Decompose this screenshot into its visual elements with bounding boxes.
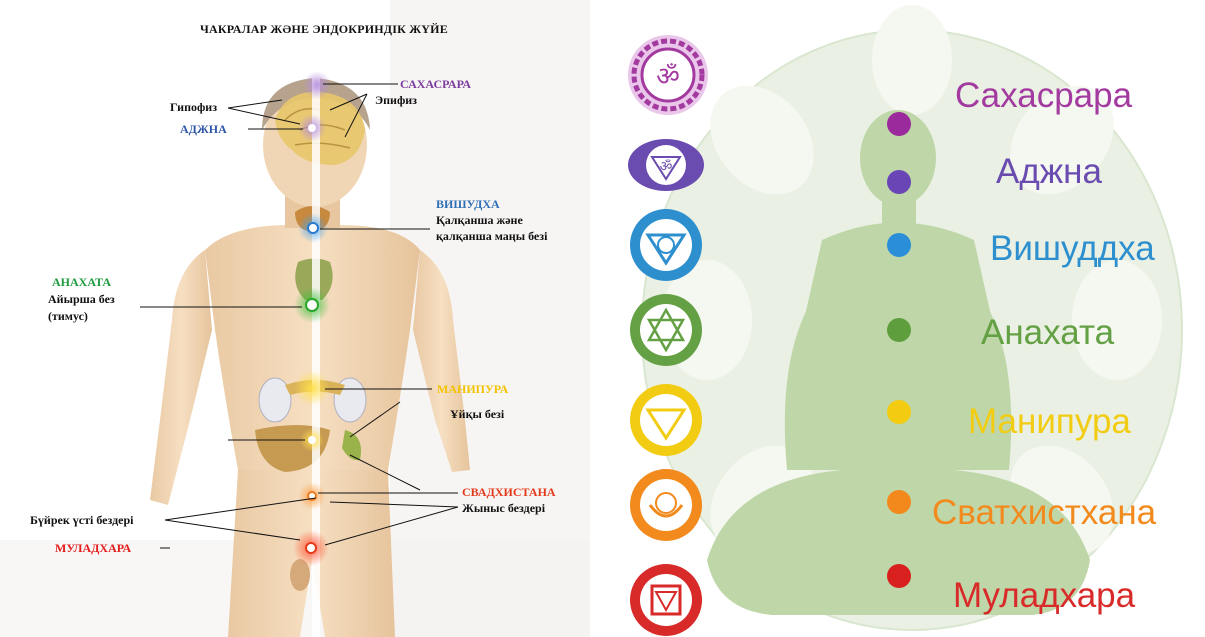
label-thyroid-line1: Қалқанша және <box>436 213 523 227</box>
label-anahata: АНАХАТА <box>52 275 111 289</box>
right-label-ajna: Аджна <box>996 152 1102 192</box>
panel-divider <box>590 0 612 637</box>
label-thymus-line1: Айырша без <box>48 292 115 306</box>
label-thymus-line2: (тимус) <box>48 309 88 323</box>
label-pancreas: Ұйқы безі <box>450 407 504 421</box>
svg-text:ॐ: ॐ <box>656 62 680 92</box>
sahasrara-dot <box>887 112 911 136</box>
manipura-symbol-icon <box>630 384 702 456</box>
label-epiphysis: Эпифиз <box>375 93 417 107</box>
chakra-symbol-column: ॐ ॐ <box>628 35 708 636</box>
label-manipura: МАНИПУРА <box>437 382 508 396</box>
anahata-dot <box>887 318 911 342</box>
label-adrenals: Бүйрек үсті бездері <box>30 513 134 527</box>
right-label-anahata: Анахата <box>981 313 1114 353</box>
vishuddha-dot <box>887 233 911 257</box>
right-label-svatkhistkhana: Сватхистхана <box>932 493 1156 533</box>
label-ajna: АДЖНА <box>180 122 227 136</box>
label-hypophysis: Гипофиз <box>170 100 217 114</box>
label-vishuddha: ВИШУДХА <box>436 197 500 211</box>
right-label-sahasrara: Сахасрара <box>955 76 1132 116</box>
svatkhistkhana-dot <box>887 490 911 514</box>
sahasrara-symbol-icon: ॐ <box>628 35 708 115</box>
muladhara-dot <box>887 564 911 588</box>
label-gonads: Жыныс бездері <box>462 501 545 515</box>
anahata-symbol-icon <box>630 294 702 366</box>
right-label-vishuddha: Вишуддха <box>990 229 1155 269</box>
svadhisthana-symbol-icon <box>630 469 702 541</box>
vishuddha-symbol-icon <box>630 209 702 281</box>
label-thyroid-line2: қалқанша маңы безі <box>436 229 547 243</box>
label-muladhara: МУЛАДХАРА <box>55 541 131 555</box>
diagram-title: ЧАКРАЛАР ЖӘНЕ ЭНДОКРИНДІК ЖҮЙЕ <box>200 22 448 37</box>
right-label-muladhara: Муладхара <box>953 576 1135 616</box>
left-diagram-panel: ЧАКРАЛАР ЖӘНЕ ЭНДОКРИНДІК ЖҮЙЕ САХАСРАРА… <box>0 0 590 637</box>
right-diagram-panel: ॐ ॐ <box>612 0 1205 637</box>
manipura-dot <box>887 400 911 424</box>
label-svadhisthana: СВАДХИСТАНА <box>462 485 556 499</box>
svg-text:ॐ: ॐ <box>660 159 673 175</box>
ajna-dot <box>887 170 911 194</box>
muladhara-symbol-icon <box>630 564 702 636</box>
right-label-manipura: Манипура <box>968 402 1131 442</box>
ajna-symbol-icon: ॐ <box>628 139 704 191</box>
label-sahasrara: САХАСРАРА <box>400 77 471 91</box>
